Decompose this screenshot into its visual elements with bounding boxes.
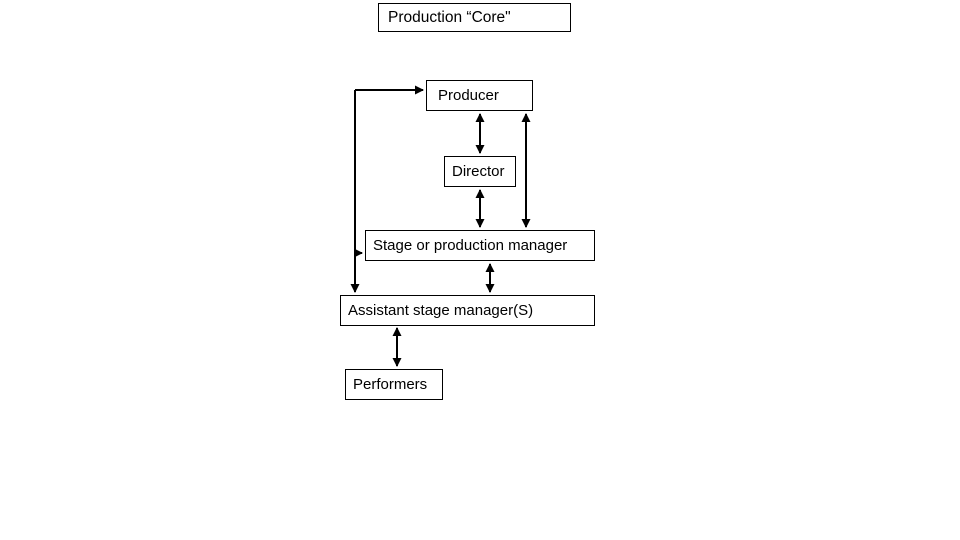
diagram-title: Production “Core" [388, 8, 511, 26]
node-assistant-stage-manager: Assistant stage manager(S) [340, 295, 595, 326]
node-performers-label: Performers [353, 376, 428, 393]
node-performers: Performers [345, 369, 443, 400]
node-director-label: Director [452, 163, 505, 180]
node-stage-manager: Stage or production manager [365, 230, 595, 261]
node-producer-label: Producer [438, 87, 499, 104]
diagram-title-box: Production “Core" [378, 3, 571, 32]
node-stage-manager-label: Stage or production manager [373, 237, 568, 254]
node-producer: Producer [426, 80, 533, 111]
node-assistant-stage-manager-label: Assistant stage manager(S) [348, 302, 534, 319]
node-director: Director [444, 156, 516, 187]
